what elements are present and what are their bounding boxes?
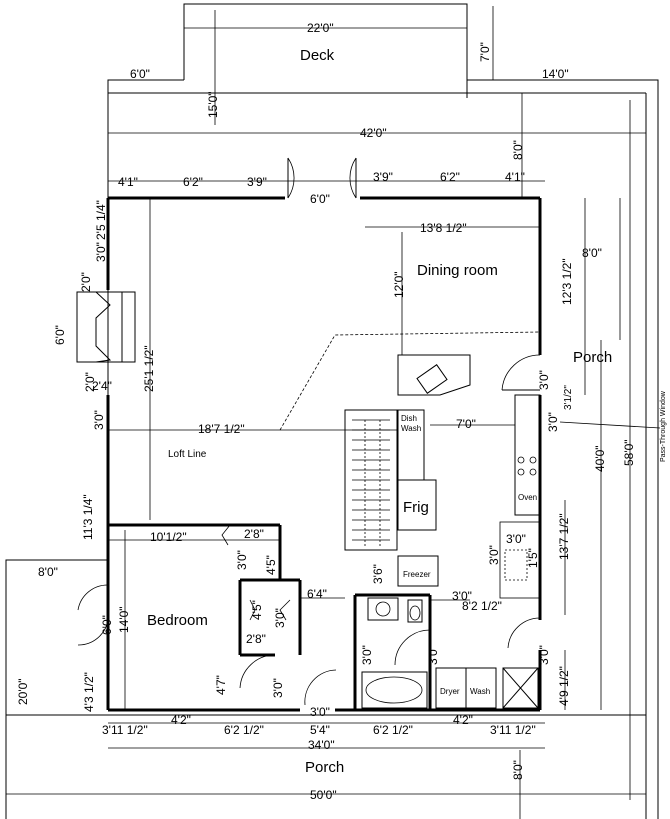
dim-20b: 2'0" [83,372,97,392]
dim-3i: 3'0" [452,589,472,603]
dim-8c: 8'0" [38,565,58,579]
label-washer: Wash [470,687,490,696]
dim-20: 20'0" [16,678,30,705]
dim-821: 8'2 1/2" [462,599,502,613]
dim-2-8: 2'8" [246,632,266,646]
closet [221,524,291,621]
kitchen [397,354,541,587]
loft-line [279,331,541,431]
dim-621b: 6'2 1/2" [373,723,413,737]
dim-138: 13'8 1/2" [420,221,467,235]
stairs [344,409,398,551]
dim-50: 50'0" [310,788,337,802]
deck-outline [107,3,659,819]
label-oven: Oven [518,493,537,502]
porch-outline [5,92,647,819]
dim-312: 3'1/2" [563,385,574,410]
dim-1012: 10'1/2" [150,530,187,544]
dim-42b: 4'2" [453,713,473,727]
dim-3d: 3'0" [546,412,560,432]
dim-3a: 3'0" [94,242,108,262]
dim-39b: 3'9" [373,170,393,184]
dim-3b: 3'0" [92,410,106,430]
label-dish-wash: Wash [401,424,421,433]
dim-34: 34'0" [308,738,335,752]
bathroom [353,593,432,710]
dim-491: 4'9 1/2" [557,666,571,706]
dim-45a: 4'5" [264,555,278,575]
dim-1231: 12'3 1/2" [560,258,574,305]
dim-311b: 3'11 1/2" [490,723,536,737]
dim-2514: 2'5 1/4" [94,200,108,240]
fireplace [76,291,136,363]
dim-3c: 3'0" [537,370,551,390]
doors [77,157,541,706]
dim-41a: 4'1" [118,175,138,189]
label-dining-room: Dining room [417,262,498,279]
dim-2512: 25'1 1/2" [142,345,156,392]
dim-8a: 8'0" [511,140,525,160]
dim-3g: 3'0" [537,645,551,665]
label-deck: Deck [300,47,335,64]
dim-2a: 2'0" [79,272,93,292]
dim-15: 15'0" [206,91,220,118]
dim-54: 5'4" [310,723,330,737]
dim-45b: 4'5" [250,600,264,620]
dim-621a: 6'2 1/2" [224,723,264,737]
label-dish: Dish [401,414,417,423]
dim-6b: 6'0" [53,325,67,345]
dim-42: 42'0" [360,126,387,140]
dim-62a: 6'2" [183,175,203,189]
label-dryer: Dryer [440,687,460,696]
dim-1371: 13'7 1/2" [557,513,571,560]
dim-8b: 8'0" [582,246,602,260]
dim-3m: 3'0" [271,678,285,698]
dim-3l: 3'0" [426,645,440,665]
dim-39a: 3'9" [247,175,267,189]
dim-3j: 3'0" [273,608,287,628]
dim-47: 4'7" [214,675,228,695]
dim-6a: 6'0" [130,67,150,81]
dim-6c: 6'0" [100,615,114,635]
label-loft-line: Loft Line [168,449,207,460]
label-bedroom: Bedroom [147,612,208,629]
dim-3n: 3'0" [310,705,330,719]
pantry [499,521,541,599]
dim-187: 18'7 1/2" [198,422,245,436]
dim-311a: 3'11 1/2" [102,723,148,737]
dim-62b: 6'2" [440,170,460,184]
dim-14: 14'0" [542,67,569,81]
dim-3f: 3'0" [487,545,501,565]
label-porch-bottom: Porch [305,759,344,776]
label-frig: Frig [403,499,429,516]
dim-42a: 4'2" [171,713,191,727]
dim-22: 22'0" [307,21,334,35]
dim-64: 6'4" [307,587,327,601]
dim-28: 2'8" [244,527,264,541]
dim-41b: 4'1" [505,170,525,184]
bedroom-walls [108,523,302,657]
dim-14b: 14'0" [117,606,131,633]
dim-58: 58'0" [622,439,636,466]
dim-24: 2'4" [92,379,112,393]
dimension-lines [6,6,661,819]
dim-36: 3'6" [371,564,385,584]
label-porch-right: Porch [573,349,612,366]
dim-3e: 3'0" [235,550,249,570]
dim-1131: 11'3 1/4" [81,494,95,540]
label-pass-through-window: Pass-Through Window [660,390,667,462]
dim-431: 4'3 1/2" [82,672,96,712]
dim-7b: 7'0" [456,417,476,431]
laundry [435,667,539,709]
dim-8d: 8'0" [511,760,525,780]
dim-3h: 3'0" [506,532,526,546]
dim-6door: 6'0" [310,192,330,206]
dim-7: 7'0" [478,42,492,62]
dim-12: 12'0" [392,271,406,298]
label-freezer: Freezer [403,570,431,579]
dim-15b: 1'5" [526,548,540,568]
dim-3k: 3'0" [360,645,374,665]
dim-40: 40'0" [593,445,607,472]
